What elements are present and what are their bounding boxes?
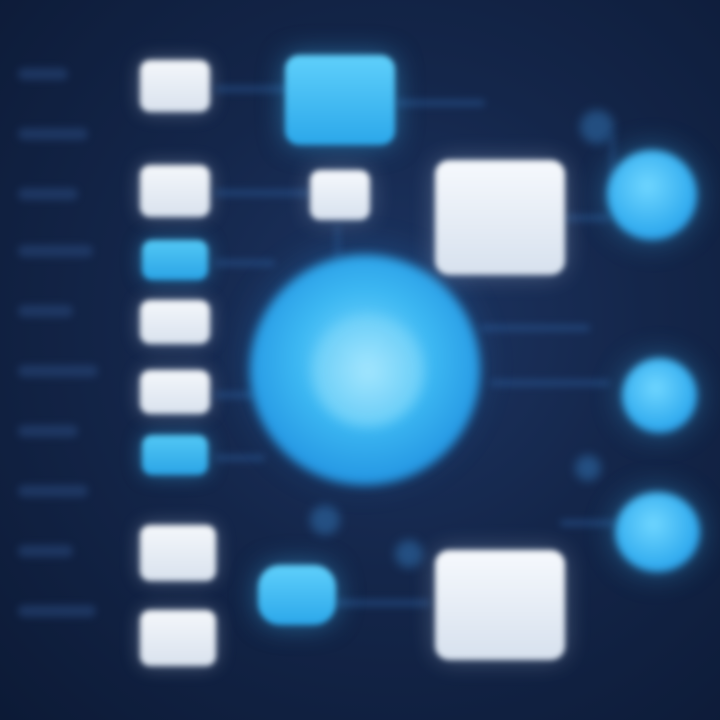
list-item-tile[interactable] <box>140 370 210 414</box>
connector-line <box>560 520 615 526</box>
left-label <box>18 365 98 377</box>
hub-center-icon <box>312 315 424 427</box>
left-label <box>18 128 88 140</box>
list-item-tile[interactable] <box>140 60 210 112</box>
left-label <box>18 545 73 557</box>
connector-line <box>480 325 590 331</box>
connector-line <box>335 600 430 606</box>
connector-line <box>490 380 610 386</box>
left-label <box>18 425 78 437</box>
circle-node-icon[interactable] <box>622 358 697 433</box>
ambient-dot <box>310 505 340 535</box>
connector-line <box>215 260 275 266</box>
list-item-tile[interactable] <box>142 435 208 475</box>
left-label <box>18 605 96 617</box>
left-label <box>18 305 73 317</box>
connector-line <box>610 135 615 195</box>
ambient-dot <box>395 540 423 568</box>
list-item-tile[interactable] <box>140 525 216 581</box>
bottom-blue-pill[interactable] <box>258 565 336 625</box>
connector-line <box>215 190 310 196</box>
list-item-tile[interactable] <box>142 240 208 280</box>
list-item-tile[interactable] <box>140 165 210 217</box>
connector-line <box>395 100 485 106</box>
circle-node-icon[interactable] <box>607 150 697 240</box>
connector-line <box>215 455 265 461</box>
connector-line <box>215 392 255 398</box>
left-label <box>18 188 78 200</box>
document-card-icon[interactable] <box>435 550 565 660</box>
left-label <box>18 68 68 80</box>
connector-line <box>565 215 610 221</box>
connector-line <box>215 86 290 92</box>
ambient-dot <box>575 455 601 481</box>
ambient-dot <box>580 110 614 144</box>
left-label <box>18 245 93 257</box>
list-item-tile[interactable] <box>140 610 216 666</box>
small-white-tile[interactable] <box>310 170 370 220</box>
left-label <box>18 485 88 497</box>
left-label-column <box>18 40 108 680</box>
top-blue-card[interactable] <box>285 55 395 145</box>
document-card-icon[interactable] <box>435 160 565 275</box>
list-item-tile[interactable] <box>140 300 210 344</box>
circle-node-icon[interactable] <box>615 492 700 572</box>
